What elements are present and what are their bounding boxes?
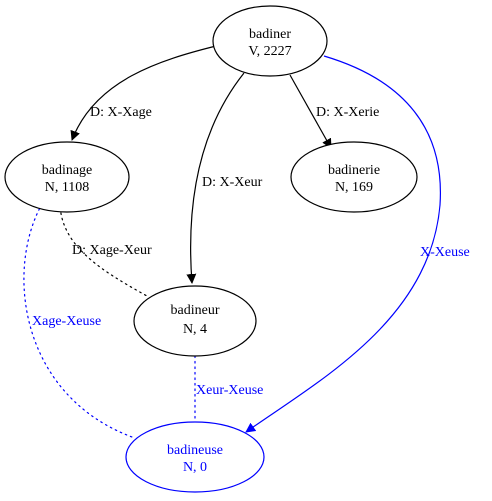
edge-badiner-badineuse: X-Xeuse (245, 55, 470, 433)
node-badinerie[interactable]: badinerie N, 169 (290, 141, 418, 213)
edge-badinage-badineur: D: Xage-Xeur (59, 201, 152, 297)
node-info: N, 169 (335, 180, 373, 195)
node-info: N, 4 (183, 322, 207, 337)
edge-label-x-xeur: D: X-Xeur (202, 175, 263, 190)
node-name: badineur (171, 303, 220, 318)
edge-label-xage-xeuse: Xage-Xeuse (32, 314, 101, 329)
edge-badiner-badinage: D: X-Xage (70, 45, 217, 141)
node-info: N, 0 (183, 460, 207, 475)
node-name: badineuse (167, 443, 223, 458)
edge-label-xage-xeur: D: Xage-Xeur (72, 243, 152, 258)
edge-label-x-xerie: D: X-Xerie (316, 105, 379, 120)
edge-badiner-badineur: D: X-Xeur (186, 72, 263, 284)
node-badineur[interactable]: badineur N, 4 (133, 285, 257, 357)
edge-badiner-badinerie: D: X-Xerie (289, 74, 379, 149)
edge-badineur-badineuse: Xeur-Xeuse (194, 355, 263, 423)
node-info: N, 1108 (45, 180, 90, 195)
node-info: V, 2227 (248, 44, 291, 59)
node-badinage[interactable]: badinage N, 1108 (4, 141, 130, 213)
edge-label-x-xeuse: X-Xeuse (420, 245, 470, 260)
node-name: badiner (249, 27, 291, 42)
node-name: badinerie (328, 163, 380, 178)
node-name: badinage (42, 163, 93, 178)
edge-badinage-badineuse: Xage-Xeuse (23, 203, 133, 438)
edge-label-x-xage: D: X-Xage (90, 105, 152, 120)
node-badiner[interactable]: badiner V, 2227 (212, 5, 328, 77)
edge-label-xeur-xeuse: Xeur-Xeuse (196, 383, 263, 398)
node-badineuse[interactable]: badineuse N, 0 (125, 421, 265, 493)
